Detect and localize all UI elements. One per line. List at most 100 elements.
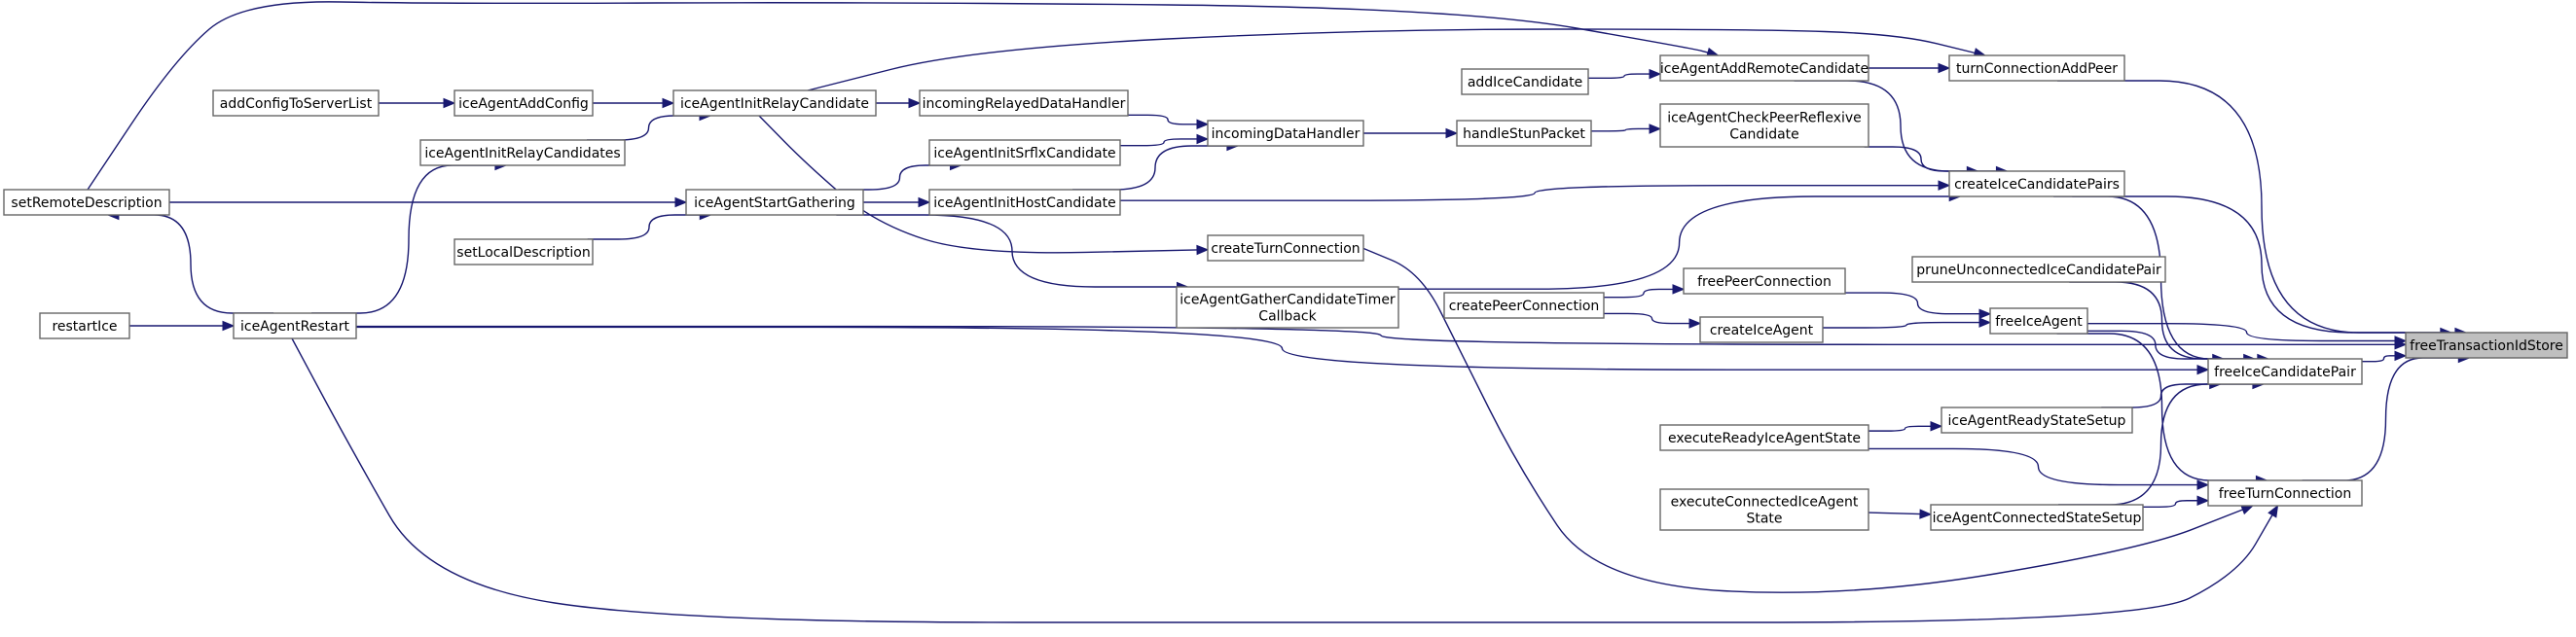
node-createPeerConnection[interactable]: createPeerConnection [1443, 292, 1605, 319]
edge-iceAgentRestart-to-freeTurnConnection [291, 337, 2279, 623]
edge-arrowhead [2268, 504, 2279, 518]
edge-arrowhead [2196, 364, 2210, 375]
edge-arrowhead [1196, 244, 1210, 256]
edge-line [1604, 288, 1674, 299]
node-label: iceAgentInitRelayCandidate [680, 96, 869, 112]
node-setRemoteDescription[interactable]: setRemoteDescription [3, 189, 170, 216]
edge-line [1588, 73, 1651, 80]
node-box [1443, 292, 1605, 319]
edge-freeIceAgent-to-freeTransactionIdStore [2087, 323, 2408, 346]
node-box [928, 139, 1121, 166]
node-label: iceAgentInitHostCandidate [933, 195, 1115, 211]
edge-iceAgentInitHostCandidate-to-createIceCandidatePairs [1120, 180, 1951, 201]
node-createTurnConnection[interactable]: createTurnConnection [1207, 234, 1364, 262]
node-iceAgentAddConfig[interactable]: iceAgentAddConfig [454, 89, 594, 117]
edge-line [311, 164, 496, 314]
edge-createPeerConnection-to-freePeerConnection [1604, 284, 1686, 299]
node-iceAgentInitSrflxCandidate[interactable]: iceAgentInitSrflxCandidate [928, 139, 1121, 166]
node-iceAgentConnectedStateSetup[interactable]: iceAgentConnectedStateSetup [1930, 504, 2144, 531]
node-iceAgentInitRelayCandidate[interactable]: iceAgentInitRelayCandidate [672, 89, 877, 117]
node-box [1948, 170, 2125, 197]
node-label: Candidate [1729, 127, 1799, 143]
node-box [212, 89, 380, 117]
edge-arrowhead [2394, 339, 2408, 350]
node-iceAgentAddRemoteCandidate[interactable]: iceAgentAddRemoteCandidate [1659, 54, 1869, 82]
node-box [3, 189, 170, 216]
node-pruneUnconnectedIceCandidatePair[interactable]: pruneUnconnectedIceCandidatePair [1911, 256, 2166, 283]
edge-freePeerConnection-to-freeIceAgent [1845, 292, 1992, 319]
node-iceAgentReadyStateSetup[interactable]: iceAgentReadyStateSetup [1941, 407, 2133, 434]
node-box [1659, 54, 1869, 82]
edge-addIceCandidate-to-iceAgentAddRemoteCandidate [1588, 68, 1662, 80]
node-box [1989, 307, 2088, 335]
node-box [1456, 120, 1592, 147]
edge-iceAgentRestart-to-freeTransactionIdStore [356, 325, 2408, 350]
edge-line [587, 214, 702, 240]
node-freePeerConnection[interactable]: freePeerConnection [1683, 267, 1846, 295]
node-box [454, 238, 594, 265]
edge-iceAgentAddConfig-to-iceAgentInitRelayCandidate [593, 97, 675, 109]
node-iceAgentInitHostCandidate[interactable]: iceAgentInitHostCandidate [928, 189, 1121, 216]
node-freeIceAgent[interactable]: freeIceAgent [1989, 307, 2088, 335]
node-box [39, 312, 130, 339]
node-setLocalDescription[interactable]: setLocalDescription [454, 238, 594, 265]
node-label: executeReadyIceAgentState [1668, 431, 1861, 446]
node-label: incomingDataHandler [1212, 126, 1361, 142]
node-box [685, 189, 864, 216]
edge-line [1869, 425, 1932, 432]
edge-line [356, 326, 2198, 371]
node-box [454, 89, 594, 117]
node-executeReadyIceAgentState[interactable]: executeReadyIceAgentState [1659, 424, 1869, 451]
edge-iceAgentRestart-to-freeIceCandidatePair [356, 326, 2210, 375]
edge-line [117, 214, 274, 314]
node-addIceCandidate[interactable]: addIceCandidate [1461, 68, 1589, 95]
node-incomingDataHandler[interactable]: incomingDataHandler [1207, 120, 1364, 147]
node-label: pruneUnconnectedIceCandidatePair [1916, 263, 2161, 278]
node-iceAgentInitRelayCandidates[interactable]: iceAgentInitRelayCandidates [419, 139, 626, 166]
node-label: createIceCandidatePairs [1954, 177, 2120, 193]
edge-line [2087, 323, 2396, 342]
node-box [1659, 103, 1869, 148]
node-incomingRelayedDataHandler[interactable]: incomingRelayedDataHandler [919, 89, 1129, 117]
edge-line [2072, 195, 2442, 334]
node-addConfigToServerList[interactable]: addConfigToServerList [212, 89, 380, 117]
edge-arrowhead [674, 196, 688, 208]
edge-line [2058, 383, 2254, 506]
edge-line [2143, 500, 2198, 509]
node-freeTurnConnection[interactable]: freeTurnConnection [2207, 479, 2363, 507]
edge-line [1072, 145, 1228, 191]
edge-line [87, 1, 1710, 191]
node-iceAgentRestart[interactable]: iceAgentRestart [233, 312, 357, 339]
node-label: freeTransactionIdStore [2410, 338, 2563, 354]
node-label: incomingRelayedDataHandler [923, 96, 1126, 112]
node-label: handleStunPacket [1463, 126, 1585, 142]
node-freeIceCandidatePair[interactable]: freeIceCandidatePair [2207, 358, 2363, 385]
node-label: iceAgentAddRemoteCandidate [1660, 61, 1869, 77]
node-label: restartIce [52, 319, 117, 335]
node-box [1683, 267, 1846, 295]
edge-iceAgentAddRemoteCandidate-to-turnConnectionAddPeer [1869, 62, 1951, 74]
node-createIceCandidatePairs[interactable]: createIceCandidatePairs [1948, 170, 2125, 197]
node-iceAgentStartGathering[interactable]: iceAgentStartGathering [685, 189, 864, 216]
edge-iceAgentStartGathering-to-iceAgentGatherCandidateTimerCallback [836, 214, 1189, 293]
node-createIceAgent[interactable]: createIceAgent [1699, 316, 1824, 343]
edge-line [1869, 447, 2198, 486]
edge-line [1361, 247, 2244, 593]
edge-line [1591, 127, 1651, 132]
node-restartIce[interactable]: restartIce [39, 312, 130, 339]
node-box [1911, 256, 2166, 283]
edge-arrowhead [1445, 127, 1459, 139]
node-freeTransactionIdStore[interactable]: freeTransactionIdStore [2405, 332, 2568, 359]
node-label: addConfigToServerList [220, 96, 373, 112]
node-turnConnectionAddPeer[interactable]: turnConnectionAddPeer [1948, 54, 2125, 82]
node-label: freePeerConnection [1697, 274, 1832, 290]
node-box [2405, 332, 2568, 359]
node-box [1699, 316, 1824, 343]
node-handleStunPacket[interactable]: handleStunPacket [1456, 120, 1592, 147]
edge-line [2302, 357, 2460, 481]
edge-incomingDataHandler-to-handleStunPacket [1363, 127, 1459, 139]
